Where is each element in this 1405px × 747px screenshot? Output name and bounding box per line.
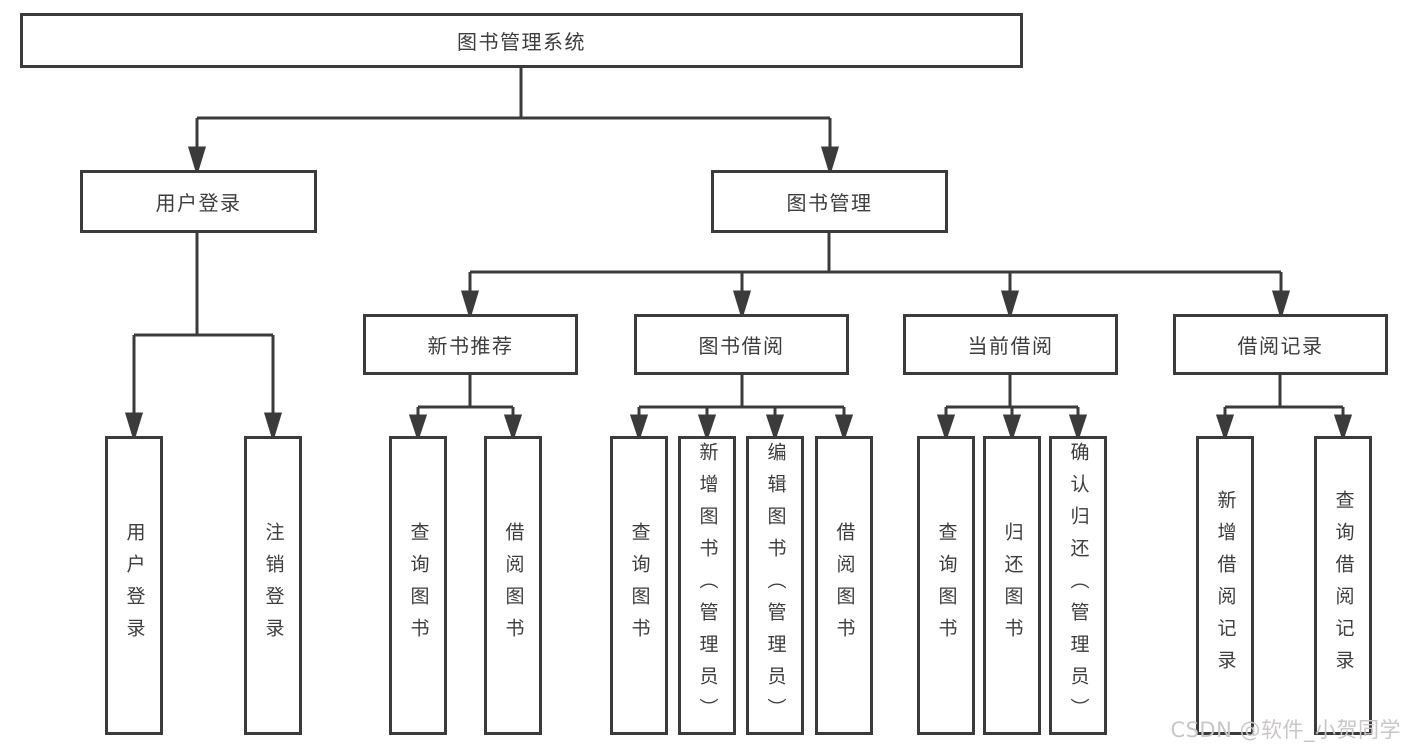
leaf-edit-books-admin-label: 编辑图书（管理员） xyxy=(764,441,787,730)
connector-root-to-level2 xyxy=(187,68,840,177)
node-new-book-recommendation-label: 新书推荐 xyxy=(427,334,514,358)
leaf-query-borrow-record: 查询借阅记录 xyxy=(1314,436,1372,735)
node-root-label: 图书管理系统 xyxy=(457,30,586,54)
leaf-logout: 注销登录 xyxy=(244,436,302,735)
node-user-login: 用户登录 xyxy=(80,170,317,233)
leaf-add-borrow-record: 新增借阅记录 xyxy=(1196,436,1254,735)
leaf-query-borrow-record-label: 查询借阅记录 xyxy=(1332,489,1355,682)
leaf-query-books-current: 查询图书 xyxy=(917,436,975,735)
node-borrowing-records-label: 借阅记录 xyxy=(1237,334,1324,358)
node-book-management-label: 图书管理 xyxy=(786,191,873,215)
node-new-book-recommendation: 新书推荐 xyxy=(363,314,578,375)
connector-borrowing-records-to-leaves xyxy=(1215,375,1353,442)
leaf-user-login-label: 用户登录 xyxy=(123,521,146,650)
leaf-user-login: 用户登录 xyxy=(105,436,163,735)
leaf-borrow-books: 借阅图书 xyxy=(815,436,873,735)
leaf-borrow-books-recommend-label: 借阅图书 xyxy=(502,521,525,650)
connector-book-borrowing-to-leaves xyxy=(629,375,854,442)
node-current-borrowing-label: 当前借阅 xyxy=(967,334,1054,358)
leaf-logout-label: 注销登录 xyxy=(262,521,285,650)
leaf-confirm-return-admin: 确认归还（管理员） xyxy=(1049,436,1107,735)
leaf-confirm-return-admin-label: 确认归还（管理员） xyxy=(1067,441,1090,730)
leaf-return-books-label: 归还图书 xyxy=(1001,521,1024,650)
connector-new-book-recommendation-to-leaves xyxy=(408,375,523,442)
leaf-borrow-books-recommend: 借阅图书 xyxy=(484,436,542,735)
leaf-query-books-recommend: 查询图书 xyxy=(389,436,447,735)
node-user-login-label: 用户登录 xyxy=(155,191,242,215)
leaf-add-borrow-record-label: 新增借阅记录 xyxy=(1214,489,1237,682)
node-book-borrowing-label: 图书借阅 xyxy=(698,334,785,358)
node-current-borrowing: 当前借阅 xyxy=(903,314,1118,375)
connector-current-borrowing-to-leaves xyxy=(936,375,1088,442)
connector-user-login-to-leaves xyxy=(124,233,283,443)
leaf-edit-books-admin: 编辑图书（管理员） xyxy=(746,436,804,735)
node-book-management: 图书管理 xyxy=(711,170,948,233)
leaf-add-books-admin: 新增图书（管理员） xyxy=(678,436,736,735)
node-borrowing-records: 借阅记录 xyxy=(1173,314,1388,375)
leaf-return-books: 归还图书 xyxy=(983,436,1041,735)
node-root: 图书管理系统 xyxy=(20,13,1023,68)
csdn-watermark: CSDN @软件_小贺同学 xyxy=(1170,718,1401,742)
leaf-borrow-books-label: 借阅图书 xyxy=(833,521,856,650)
leaf-query-books-borrowing: 查询图书 xyxy=(610,436,668,735)
node-book-borrowing: 图书借阅 xyxy=(634,314,849,375)
leaf-query-books-current-label: 查询图书 xyxy=(935,521,958,650)
leaf-query-books-recommend-label: 查询图书 xyxy=(407,521,430,650)
leaf-query-books-borrowing-label: 查询图书 xyxy=(628,521,651,650)
leaf-add-books-admin-label: 新增图书（管理员） xyxy=(696,441,719,730)
connector-book-management-to-level3 xyxy=(460,233,1291,321)
